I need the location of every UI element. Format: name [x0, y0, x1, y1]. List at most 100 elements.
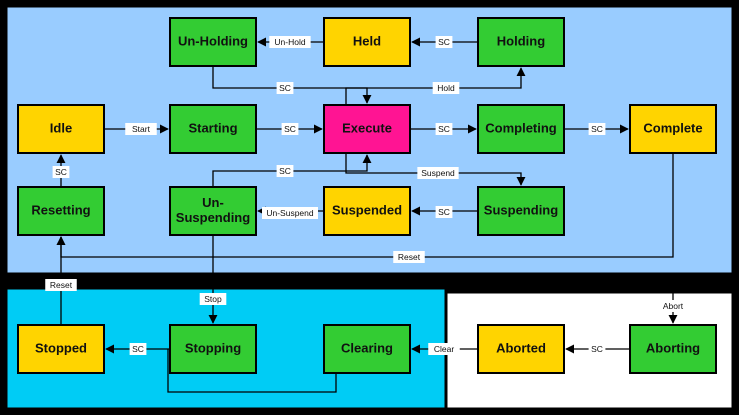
state-label-aborted: Aborted — [496, 340, 546, 355]
state-box-resetting[interactable]: Resetting — [17, 186, 105, 236]
state-rect-idle[interactable] — [17, 104, 105, 154]
state-rect-aborted[interactable] — [477, 324, 565, 374]
edge-label-bg — [129, 343, 147, 355]
edge-clearing-to-stopping-loop — [167, 349, 337, 393]
state-rect-stopping[interactable] — [169, 324, 257, 374]
edge-label-execute-to-completing: SC — [435, 123, 453, 135]
edge-label-held-to-unholding: Un-Hold — [269, 36, 311, 48]
state-rect-complete[interactable] — [629, 104, 717, 154]
state-box-un-suspending[interactable]: Un-Suspending — [169, 186, 257, 236]
state-box-held[interactable]: Held — [323, 17, 411, 67]
edge-label-text: Stop — [204, 294, 222, 304]
state-rect-completing[interactable] — [477, 104, 565, 154]
edge-label-bg — [428, 343, 460, 355]
state-label-un-suspending: Suspending — [176, 210, 250, 225]
state-rect-aborting[interactable] — [629, 324, 717, 374]
edge-label-bg — [393, 251, 425, 263]
state-rect-starting[interactable] — [169, 104, 257, 154]
state-label-un-suspending: Un- — [202, 195, 224, 210]
state-rect-resetting[interactable] — [17, 186, 105, 236]
state-rect-execute[interactable] — [323, 104, 411, 154]
state-rect-suspending[interactable] — [477, 186, 565, 236]
edge-label-suspended-to-unsuspending: Un-Suspend — [262, 207, 318, 219]
state-label-un-holding: Un-Holding — [178, 33, 248, 48]
edge-label-bg — [45, 279, 77, 291]
state-label-complete: Complete — [643, 120, 702, 135]
state-rect-stopped[interactable] — [17, 324, 105, 374]
edge-label-bg — [435, 206, 453, 218]
edge-label-bg — [435, 123, 453, 135]
edge-label-complete-to-resetting: Reset — [393, 251, 425, 263]
edge-label-stopped-reset: Reset — [45, 279, 77, 291]
edge-label-unholding-to-execute: SC — [276, 82, 294, 94]
edge-label-bg — [199, 293, 227, 305]
state-rect-clearing[interactable] — [323, 324, 411, 374]
edge-label-execute-to-holding: Hold — [432, 82, 460, 94]
state-box-holding[interactable]: Holding — [477, 17, 565, 67]
state-box-stopping[interactable]: Stopping — [169, 324, 257, 374]
edge-label-bg — [262, 207, 318, 219]
state-label-execute: Execute — [342, 120, 392, 135]
state-rect-suspended[interactable] — [323, 186, 411, 236]
edge-label-idle-to-starting: Start — [125, 123, 157, 135]
state-box-suspending[interactable]: Suspending — [477, 186, 565, 236]
state-box-aborted[interactable]: Aborted — [477, 324, 565, 374]
edge-label-text: SC — [438, 124, 450, 134]
state-rect-un-holding[interactable] — [169, 17, 257, 67]
edge-label-execute-region-to-stopping: Stop — [199, 293, 227, 305]
state-label-stopped: Stopped — [35, 340, 87, 355]
state-box-idle[interactable]: Idle — [17, 104, 105, 154]
state-box-clearing[interactable]: Clearing — [323, 324, 411, 374]
edge-label-execute-to-suspending: Suspend — [417, 167, 459, 179]
state-label-stopping: Stopping — [185, 340, 241, 355]
edge-label-text: Un-Hold — [274, 37, 305, 47]
edge-label-bg — [435, 36, 453, 48]
edge-label-text: Hold — [437, 83, 455, 93]
edge-label-text: Un-Suspend — [266, 208, 314, 218]
edge-label-text: SC — [55, 167, 67, 177]
edge-label-bg — [125, 123, 157, 135]
state-label-resetting: Resetting — [31, 202, 90, 217]
edge-label-resetting-to-idle: SC — [52, 166, 70, 178]
state-label-clearing: Clearing — [341, 340, 393, 355]
edge-label-text: SC — [591, 344, 603, 354]
state-box-stopped[interactable]: Stopped — [17, 324, 105, 374]
state-box-starting[interactable]: Starting — [169, 104, 257, 154]
edge-label-aborting-to-aborted: SC — [588, 343, 606, 355]
edge-label-text: Start — [132, 124, 151, 134]
edge-label-clearing-to-stopped-region: Clear — [428, 343, 460, 355]
edge-label-bg — [417, 167, 459, 179]
state-label-aborting: Aborting — [646, 340, 700, 355]
state-box-completing[interactable]: Completing — [477, 104, 565, 154]
state-box-complete[interactable]: Complete — [629, 104, 717, 154]
edge-label-text: SC — [279, 166, 291, 176]
edge-label-text: SC — [132, 344, 144, 354]
edge-label-text: SC — [438, 207, 450, 217]
state-box-aborting[interactable]: Aborting — [629, 324, 717, 374]
edge-label-text: SC — [438, 37, 450, 47]
state-rect-held[interactable] — [323, 17, 411, 67]
edge-label-suspending-to-suspended: SC — [435, 206, 453, 218]
state-rect-un-suspending[interactable] — [169, 186, 257, 236]
edge-label-text: Clear — [434, 344, 454, 354]
edge-label-bg — [432, 82, 460, 94]
state-label-held: Held — [353, 33, 381, 48]
edge-label-bg — [281, 123, 299, 135]
edge-label-holding-to-held: SC — [435, 36, 453, 48]
state-box-execute[interactable]: Execute — [323, 104, 411, 154]
edge-label-starting-to-execute: SC — [281, 123, 299, 135]
state-label-suspending: Suspending — [484, 202, 558, 217]
edge-label-bg — [52, 166, 70, 178]
edge-label-stopping-to-stopped: SC — [129, 343, 147, 355]
state-rect-holding[interactable] — [477, 17, 565, 67]
edge-label-bg — [269, 36, 311, 48]
edge-label-text: SC — [591, 124, 603, 134]
edge-label-bg — [657, 300, 689, 312]
state-box-un-holding[interactable]: Un-Holding — [169, 17, 257, 67]
edge-label-completing-to-complete: SC — [588, 123, 606, 135]
state-box-suspended[interactable]: Suspended — [323, 186, 411, 236]
edge-label-text: SC — [279, 83, 291, 93]
